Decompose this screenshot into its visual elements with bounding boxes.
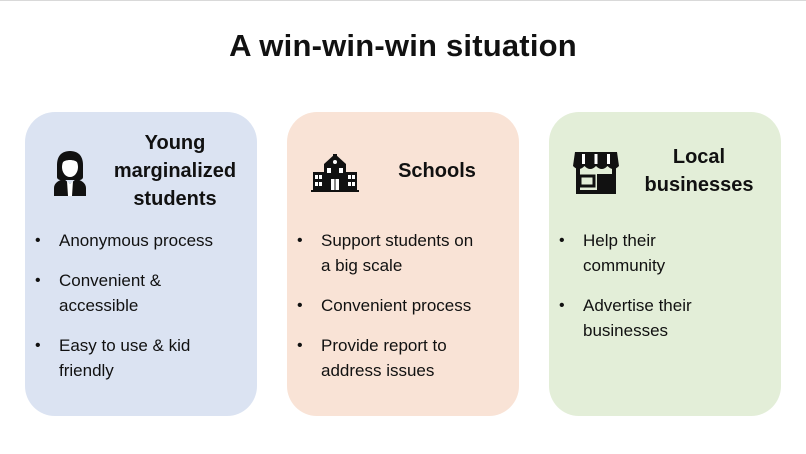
list-item-text: Advertise their bbox=[583, 296, 692, 315]
heading-line: students bbox=[133, 188, 217, 210]
card-heading: Schools bbox=[363, 130, 511, 212]
list-item-text: Anonymous process bbox=[59, 231, 214, 250]
list-item-text: community bbox=[583, 256, 666, 275]
card-header: Schools bbox=[287, 130, 519, 212]
list-item-text: friendly bbox=[59, 361, 114, 380]
heading-line: Young bbox=[144, 132, 206, 154]
list-item-text: Convenient & bbox=[59, 271, 162, 290]
bullet-list: Support students on a big scale Convenien… bbox=[287, 228, 519, 398]
heading-line: marginalized bbox=[113, 160, 237, 182]
list-item-text: Convenient process bbox=[321, 296, 472, 315]
list-item: Help their community bbox=[559, 228, 767, 278]
slide-title: A win-win-win situation bbox=[229, 28, 577, 63]
list-item-text: Support students on bbox=[321, 231, 474, 250]
heading-line: businesses bbox=[644, 174, 754, 196]
card-header: Young marginalized students bbox=[25, 130, 257, 212]
list-item-text: Help their bbox=[583, 231, 656, 250]
list-item-text: accessible bbox=[59, 296, 139, 315]
card-local-businesses: Local businesses Help their community Adv… bbox=[549, 112, 781, 416]
heading-line: Schools bbox=[398, 160, 476, 182]
bullet-list: Anonymous process Convenient & accessible… bbox=[25, 228, 257, 398]
school-icon bbox=[311, 152, 359, 192]
list-item: Provide report to address issues bbox=[297, 333, 505, 383]
list-item: Anonymous process bbox=[35, 228, 243, 253]
list-item: Support students on a big scale bbox=[297, 228, 505, 278]
heading-line: Local bbox=[672, 146, 726, 168]
card-heading: Young marginalized students bbox=[101, 130, 249, 212]
list-item-text: a big scale bbox=[321, 256, 403, 275]
list-item: Convenient & accessible bbox=[35, 268, 243, 318]
bullet-list: Help their community Advertise their busin… bbox=[549, 228, 781, 358]
list-item: Convenient process bbox=[297, 293, 505, 318]
student-icon bbox=[52, 150, 88, 196]
list-item-text: address issues bbox=[321, 361, 435, 380]
top-divider bbox=[0, 0, 806, 1]
storefront-icon bbox=[573, 150, 619, 194]
list-item: Advertise their businesses bbox=[559, 293, 767, 343]
list-item-text: businesses bbox=[583, 321, 669, 340]
list-item: Easy to use & kid friendly bbox=[35, 333, 243, 383]
card-schools: Schools Support students on a big scale C… bbox=[287, 112, 519, 416]
list-item-text: Provide report to bbox=[321, 336, 447, 355]
card-header: Local businesses bbox=[549, 130, 781, 212]
card-young-marginalized-students: Young marginalized students Anonymous pr… bbox=[25, 112, 257, 416]
card-heading: Local businesses bbox=[625, 130, 773, 212]
list-item-text: Easy to use & kid bbox=[59, 336, 191, 355]
